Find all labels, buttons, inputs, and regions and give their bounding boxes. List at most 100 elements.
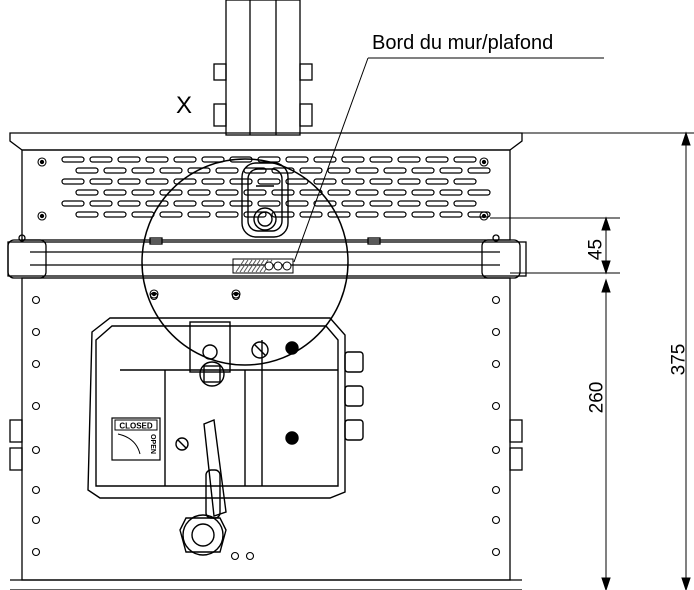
vent-slot <box>131 167 155 174</box>
vent-slot <box>187 189 211 196</box>
side-hole <box>491 359 501 369</box>
vent-slot <box>467 167 491 174</box>
vent-slot <box>173 156 197 163</box>
vent-slot <box>201 156 225 163</box>
vent-slot <box>369 156 393 163</box>
vent-slot <box>383 167 407 174</box>
vent-slot <box>369 200 393 207</box>
hatch-line <box>239 259 249 273</box>
dimension-45-label: 45 <box>585 238 607 261</box>
vent-slot <box>383 211 407 218</box>
vent-slot <box>439 211 463 218</box>
side-hole <box>31 295 41 305</box>
upper-screws <box>37 157 489 299</box>
side-hole <box>31 547 41 557</box>
hatch-line <box>255 259 265 273</box>
vent-slot <box>215 211 239 218</box>
vent-slot <box>327 189 351 196</box>
vent-slot <box>271 189 295 196</box>
vent-slot <box>75 211 99 218</box>
screw-center <box>481 159 487 165</box>
dimension-260-label: 260 <box>586 381 608 414</box>
vent-slot <box>383 189 407 196</box>
vent-slot <box>439 167 463 174</box>
vent-slot <box>341 200 365 207</box>
vent-slot <box>159 167 183 174</box>
vent-slot <box>397 200 421 207</box>
vent-slot <box>145 156 169 163</box>
vent-slot <box>61 178 85 185</box>
screw <box>231 289 241 299</box>
screw <box>37 157 47 167</box>
side-hole <box>31 401 41 411</box>
hatch-line <box>259 259 269 273</box>
screw <box>245 551 255 561</box>
wall-edge-marker <box>232 258 294 274</box>
screw-center <box>39 213 45 219</box>
side-hole <box>31 515 41 525</box>
vent-slot <box>411 211 435 218</box>
vent-slot <box>453 200 477 207</box>
vent-slot <box>75 167 99 174</box>
vent-slot <box>243 211 267 218</box>
vent-slot <box>215 189 239 196</box>
vent-slot <box>397 178 421 185</box>
vent-slot <box>369 178 393 185</box>
vent-slot <box>117 178 141 185</box>
vent-slot <box>117 156 141 163</box>
closed-open-label: CLOSED OPEN <box>111 417 161 461</box>
vent-slot <box>187 211 211 218</box>
mounting-bracket <box>213 0 313 136</box>
screw-center <box>481 213 487 219</box>
vent-slot <box>313 200 337 207</box>
vent-slot <box>327 167 351 174</box>
vent-slot <box>159 211 183 218</box>
vent-slot <box>285 200 309 207</box>
side-hole <box>31 485 41 495</box>
vent-slot <box>257 200 281 207</box>
vent-slot <box>103 211 127 218</box>
vent-slot <box>355 211 379 218</box>
side-hole <box>491 295 501 305</box>
vent-slot <box>117 200 141 207</box>
vent-slot <box>355 167 379 174</box>
vent-slot <box>89 178 113 185</box>
lower-housing <box>9 277 523 590</box>
vent-slot <box>425 156 449 163</box>
vent-slot <box>341 178 365 185</box>
screw <box>149 291 159 301</box>
vent-slot <box>327 211 351 218</box>
vent-slot <box>355 189 379 196</box>
wall-edge-label: Bord du mur/plafond <box>372 32 554 54</box>
screw <box>479 157 489 167</box>
vent-slot <box>313 156 337 163</box>
control-unit <box>87 317 364 499</box>
mounting-rail <box>7 234 527 279</box>
vent-slot <box>61 200 85 207</box>
vent-slot <box>201 178 225 185</box>
side-hole <box>31 445 41 455</box>
latch-knob <box>241 162 289 238</box>
side-hole <box>31 359 41 369</box>
vent-slot <box>439 189 463 196</box>
vent-slot <box>453 178 477 185</box>
side-hole <box>491 327 501 337</box>
vent-slot <box>229 200 253 207</box>
upper-housing <box>21 149 511 241</box>
open-text: OPEN <box>149 434 156 454</box>
vent-slot <box>145 178 169 185</box>
hatch-line <box>251 259 261 273</box>
vent-slot <box>411 167 435 174</box>
side-hole <box>491 401 501 411</box>
vent-slot <box>299 211 323 218</box>
vent-slot <box>467 211 491 218</box>
vent-slot <box>453 156 477 163</box>
vent-slot <box>299 167 323 174</box>
screw <box>149 289 159 299</box>
screw-center <box>39 159 45 165</box>
vent-slot <box>285 178 309 185</box>
vent-slot <box>229 178 253 185</box>
hatch-line <box>247 259 257 273</box>
vent-slot <box>215 167 239 174</box>
